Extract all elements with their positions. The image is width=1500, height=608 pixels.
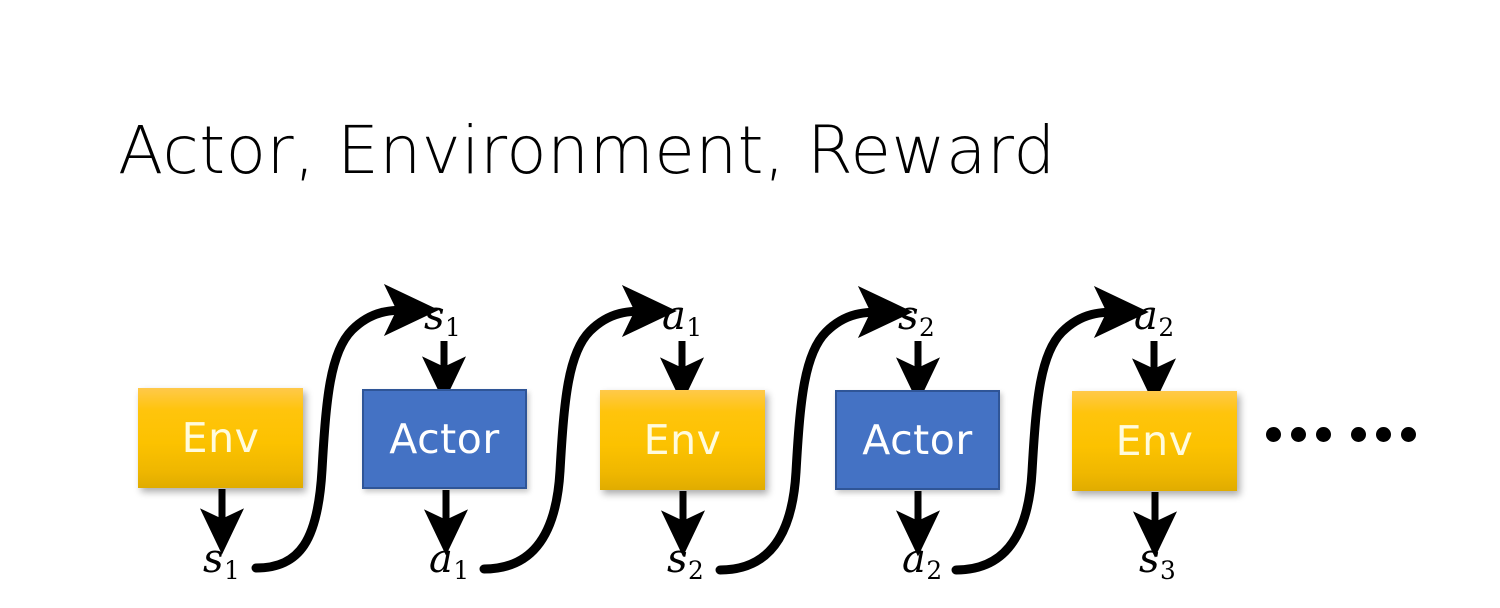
curve-a1-to-env2: [479, 284, 677, 574]
subscript: 1: [224, 556, 240, 586]
node-env-2[interactable]: Env: [600, 390, 765, 490]
dot: [1316, 427, 1331, 442]
symbol: a: [662, 293, 686, 339]
node-env-3[interactable]: Env: [1072, 391, 1237, 491]
node-label: Env: [1115, 417, 1194, 465]
vertical-arrows-into-boxes: [421, 341, 1177, 405]
label-top-a1: a1: [662, 296, 702, 341]
node-actor-2[interactable]: Actor: [835, 390, 1000, 490]
ellipsis-icon: [1266, 427, 1416, 442]
dot: [1351, 427, 1366, 442]
label-top-s2: s2: [898, 296, 935, 341]
subscript: 3: [1160, 556, 1176, 586]
subscript: 2: [688, 556, 704, 586]
label-bottom-s2: s2: [667, 539, 704, 584]
label-top-a2: a2: [1134, 296, 1174, 341]
symbol: s: [667, 536, 688, 582]
subscript: 2: [1158, 313, 1175, 343]
symbol: s: [424, 293, 445, 339]
label-bottom-a2: a2: [902, 539, 942, 584]
dot: [1291, 427, 1306, 442]
label-top-s1: s1: [424, 296, 461, 341]
subscript: 2: [919, 313, 935, 343]
label-bottom-a1: a1: [429, 539, 469, 584]
dot: [1266, 427, 1281, 442]
curve-a2-to-env3: [951, 285, 1149, 575]
feedback-curves: [251, 283, 1149, 575]
subscript: 1: [453, 556, 470, 586]
dot: [1401, 427, 1416, 442]
curve-s1-to-actor1: [251, 283, 439, 573]
label-bottom-s1: s1: [203, 539, 240, 584]
subscript: 1: [686, 313, 703, 343]
node-label: Env: [181, 414, 260, 462]
ellipsis-group-2: [1351, 427, 1416, 442]
vertical-arrows-out-of-boxes: [199, 489, 1178, 558]
subscript: 1: [445, 313, 461, 343]
node-actor-1[interactable]: Actor: [362, 389, 527, 489]
node-label: Env: [643, 416, 722, 464]
dot: [1376, 427, 1391, 442]
symbol: a: [429, 536, 453, 582]
symbol: s: [898, 293, 919, 339]
curve-s2-to-actor2: [715, 285, 913, 575]
ellipsis-group-1: [1266, 427, 1331, 442]
subscript: 2: [926, 556, 943, 586]
node-env-1[interactable]: Env: [138, 388, 303, 488]
symbol: a: [1134, 293, 1158, 339]
node-label: Actor: [389, 415, 500, 463]
page-title: Actor, Environment, Reward: [118, 112, 1056, 189]
symbol: a: [902, 536, 926, 582]
label-bottom-s3: s3: [1139, 539, 1176, 584]
symbol: s: [1139, 536, 1160, 582]
symbol: s: [203, 536, 224, 582]
node-label: Actor: [862, 416, 973, 464]
